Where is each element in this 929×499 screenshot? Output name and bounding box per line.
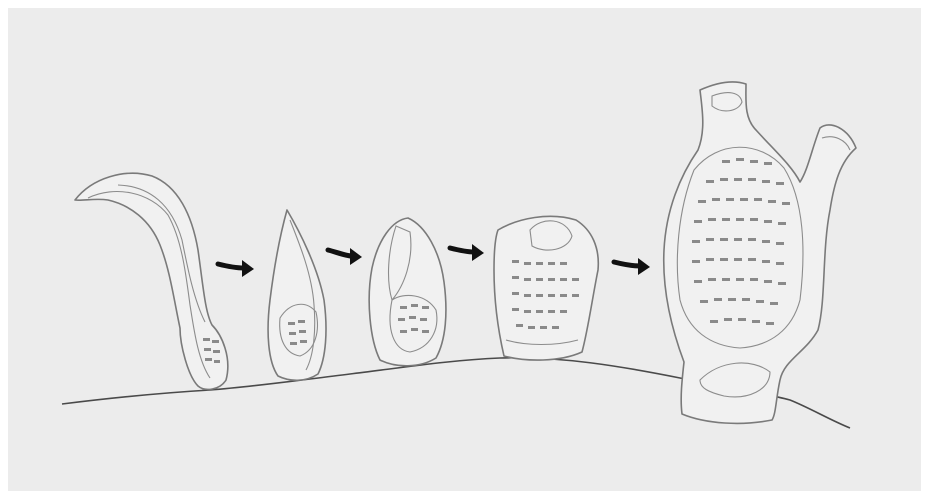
stage-5-flask-with-branch — [664, 82, 856, 423]
stage-2-narrow-cone — [268, 210, 326, 380]
stage-3-rounded-cone — [369, 218, 446, 366]
stage-1-curved-horn — [75, 173, 228, 389]
arrow-1 — [218, 260, 254, 277]
arrow-2 — [328, 248, 362, 265]
arrow-3 — [450, 244, 484, 261]
stage-4-barrel — [494, 216, 598, 360]
arrow-4 — [614, 258, 650, 275]
